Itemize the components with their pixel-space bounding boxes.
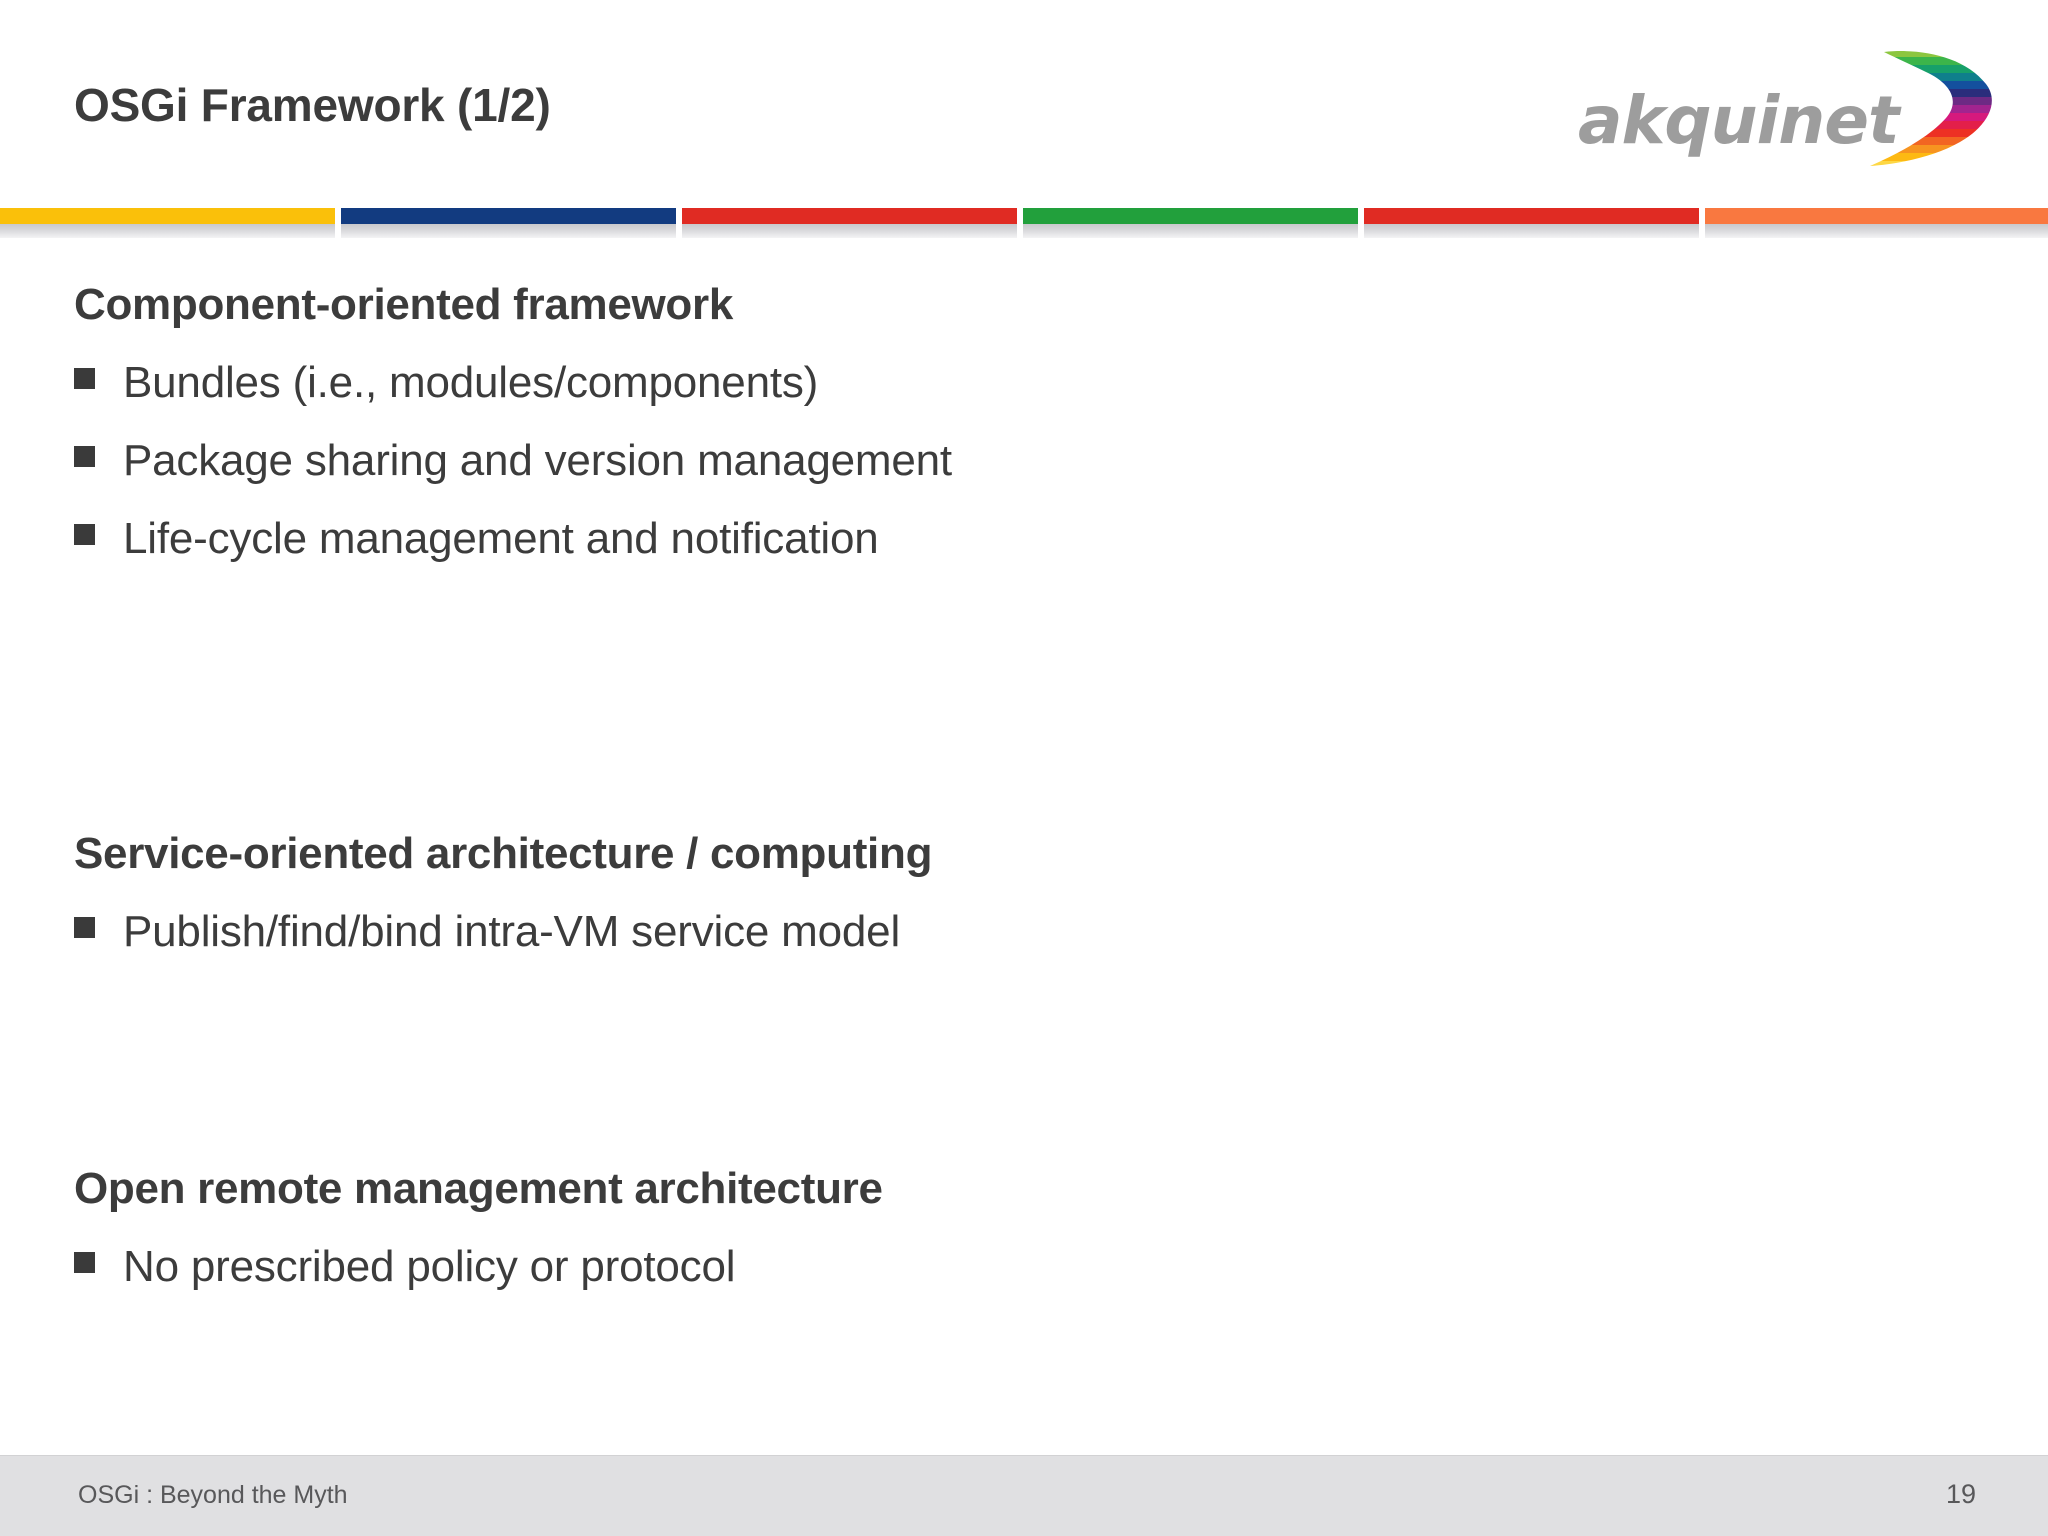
color-band xyxy=(1705,208,2048,224)
color-band-shadow xyxy=(682,224,1017,238)
bullet-item: Publish/find/bind intra-VM service model xyxy=(74,907,1974,957)
square-bullet-icon xyxy=(74,917,95,938)
footer-page-number: 19 xyxy=(1945,1479,1976,1509)
color-band xyxy=(1023,208,1358,224)
square-bullet-icon xyxy=(74,1252,95,1273)
slide-body: Component-oriented framework Bundles (i.… xyxy=(0,238,2048,1455)
group-heading: Open remote management architecture xyxy=(74,1164,883,1213)
content-group-open-remote-management: Open remote management architecture No p… xyxy=(74,1164,1974,1292)
square-bullet-icon xyxy=(74,524,95,545)
bullet-text: Life-cycle management and notification xyxy=(123,514,879,563)
footer-divider xyxy=(0,1455,2048,1456)
content-group-component-oriented-framework: Component-oriented framework Bundles (i.… xyxy=(74,280,1974,564)
content-group-service-oriented-architecture: Service-oriented architecture / computin… xyxy=(74,829,1974,957)
color-band xyxy=(1364,208,1699,224)
color-bar-segment-red xyxy=(682,208,1017,238)
footer-presentation-title: OSGi : Beyond the Myth xyxy=(78,1481,348,1509)
color-band-shadow xyxy=(1364,224,1699,238)
color-bar-segment-red-2 xyxy=(1364,208,1699,238)
slide-footer: OSGi : Beyond the Myth 19 xyxy=(0,1455,2048,1536)
color-bar-segment-orange xyxy=(1705,208,2048,238)
color-band-shadow xyxy=(1023,224,1358,238)
logo-wordmark: akquinet xyxy=(1578,82,1900,159)
square-bullet-icon xyxy=(74,446,95,467)
akquinet-logo: akquinet xyxy=(1578,40,1998,170)
bullet-text: No prescribed policy or protocol xyxy=(123,1242,736,1291)
page-title: OSGi Framework (1/2) xyxy=(74,79,551,131)
bullet-item: Life-cycle management and notification xyxy=(74,514,1974,564)
bullet-text: Bundles (i.e., modules/components) xyxy=(123,358,819,407)
color-band-shadow xyxy=(1705,224,2048,238)
color-bar-segment-green xyxy=(1023,208,1358,238)
color-band xyxy=(341,208,676,224)
color-band xyxy=(682,208,1017,224)
bullet-text: Package sharing and version management xyxy=(123,436,952,485)
rainbow-swoosh-icon xyxy=(1870,51,1992,166)
bullet-item: Bundles (i.e., modules/components) xyxy=(74,358,1974,408)
brand-color-bar xyxy=(0,208,2048,238)
color-bar-segment-yellow xyxy=(0,208,335,238)
group-heading: Component-oriented framework xyxy=(74,280,733,329)
group-heading: Service-oriented architecture / computin… xyxy=(74,829,933,878)
slide-header: OSGi Framework (1/2) akquinet xyxy=(0,0,2048,210)
bullet-item: Package sharing and version management xyxy=(74,436,1974,486)
bullet-item: No prescribed policy or protocol xyxy=(74,1242,1974,1292)
color-band xyxy=(0,208,335,224)
color-band-shadow xyxy=(0,224,335,238)
color-bar-segment-blue xyxy=(341,208,676,238)
bullet-text: Publish/find/bind intra-VM service model xyxy=(123,907,901,956)
square-bullet-icon xyxy=(74,368,95,389)
color-band-shadow xyxy=(341,224,676,238)
